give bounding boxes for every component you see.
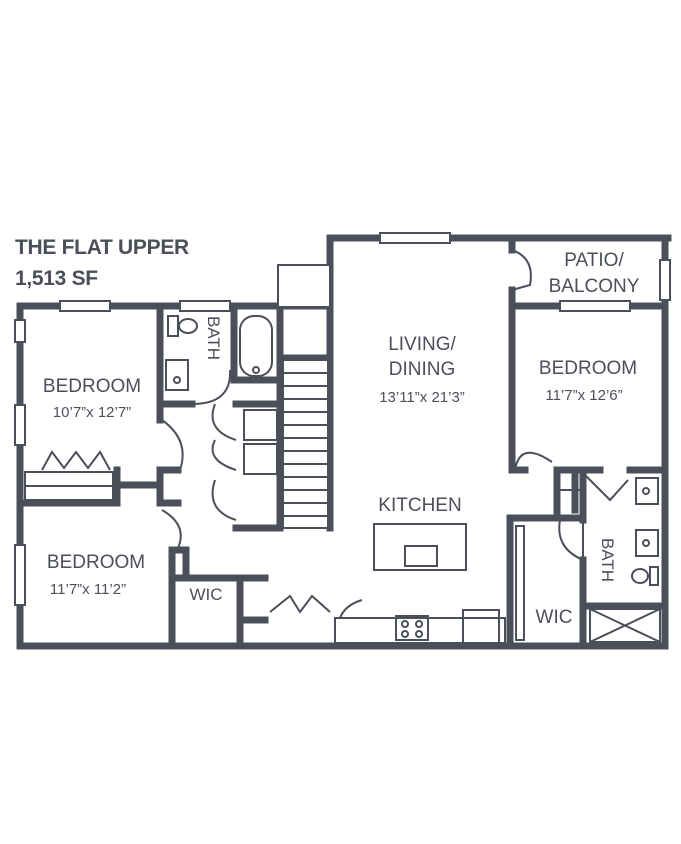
bath-left-label: BATH [204,316,223,360]
bedroom-left-upper-dims: 10’7”x 12’7” [53,404,131,421]
living-dining-label-line1: LIVING/ [388,334,456,355]
kitchen-label: KITCHEN [378,495,461,516]
bedroom-left-lower-dims: 11’7”x 11’2” [50,581,126,598]
wall-thin-lines [14,232,671,644]
living-dining-label-line2: DINING [389,359,456,380]
plan-area: 1,513 SF [15,267,98,290]
bedroom-right-dims: 11’7”x 12’6” [545,387,622,404]
bath-right-label: BATH [598,538,617,582]
bedroom-right-label: BEDROOM [539,358,637,379]
bedroom-left-upper-label: BEDROOM [43,376,141,397]
wic-right-label: WIC [536,607,573,628]
plan-title: THE FLAT UPPER [15,236,189,259]
patio-label-line1: PATIO/ [564,250,624,271]
wic-left-label: WIC [189,585,222,604]
room-labels: BEDROOM 10’7”x 12’7” BEDROOM 11’7”x 11’2… [43,250,640,628]
living-dining-dims: 13’11”x 21’3” [379,389,465,406]
bedroom-left-lower-label: BEDROOM [47,552,145,573]
patio-label-line2: BALCONY [549,276,640,297]
